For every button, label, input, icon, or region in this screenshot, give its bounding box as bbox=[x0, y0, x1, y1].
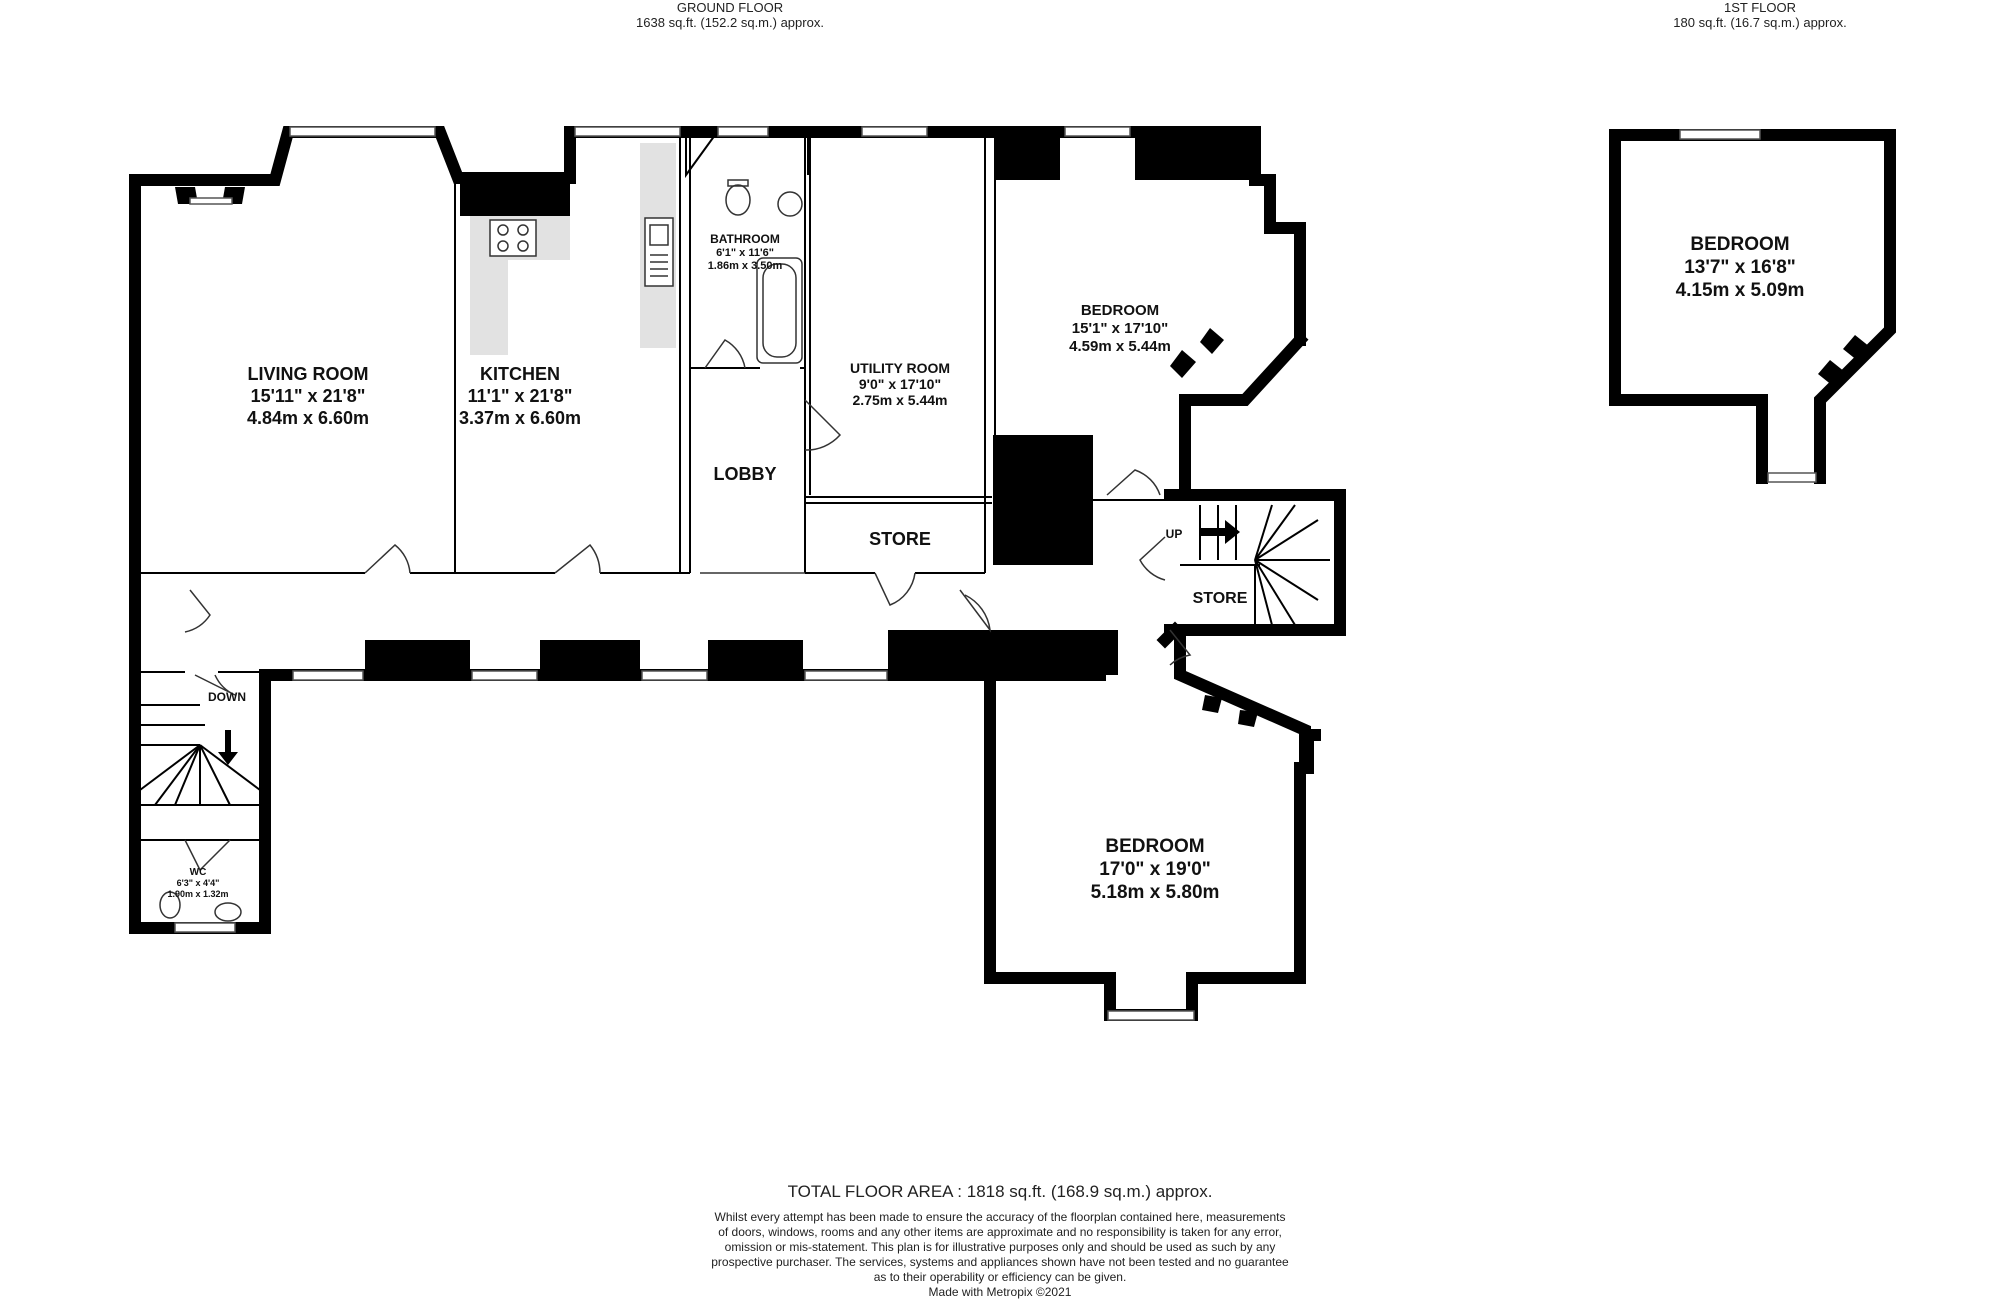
basin-icon bbox=[777, 191, 803, 217]
bedroom-a-metric: 4.59m x 5.44m bbox=[1069, 338, 1171, 355]
stair-up-label: UP bbox=[1166, 527, 1183, 541]
room-label-wc: WC 6'3" x 4'4" 1.90m x 1.32m bbox=[167, 867, 228, 899]
room-label-bedroom-b: BEDROOM 17'0" x 19'0" 5.18m x 5.80m bbox=[1091, 836, 1220, 903]
door-swings bbox=[184, 339, 1192, 872]
disclaimer: Whilst every attempt has been made to en… bbox=[650, 1210, 1350, 1285]
up-arrow-icon bbox=[1200, 520, 1240, 544]
kitchen-appliances bbox=[489, 217, 674, 287]
room-label-living: LIVING ROOM 15'11" x 21'8" 4.84m x 6.60m bbox=[247, 364, 369, 428]
toilet-icon bbox=[725, 184, 751, 216]
ground-floor-header: GROUND FLOOR 1638 sq.ft. (152.2 sq.m.) a… bbox=[600, 0, 860, 30]
staircase-up bbox=[1199, 504, 1330, 626]
disclaimer-line: of doors, windows, rooms and any other i… bbox=[718, 1225, 1282, 1239]
lobby-label: LOBBY bbox=[714, 464, 777, 484]
disclaimer-line: prospective purchaser. The services, sys… bbox=[711, 1255, 1289, 1269]
room-label-kitchen: KITCHEN 11'1" x 21'8" 3.37m x 6.60m bbox=[459, 364, 581, 428]
disclaimer-line: as to their operability or efficiency ca… bbox=[873, 1270, 1127, 1284]
bathroom-fixtures bbox=[725, 179, 803, 364]
bathroom-name: BATHROOM bbox=[710, 232, 780, 246]
store-b-label: STORE bbox=[1193, 590, 1248, 607]
bedroom-b-imperial: 17'0" x 19'0" bbox=[1099, 859, 1211, 880]
first-floor-header: 1ST FLOOR 180 sq.ft. (16.7 sq.m.) approx… bbox=[1650, 0, 1870, 30]
footer: TOTAL FLOOR AREA : 1818 sq.ft. (168.9 sq… bbox=[650, 1182, 1350, 1300]
living-room-metric: 4.84m x 6.60m bbox=[247, 408, 369, 428]
ground-floor-area: 1638 sq.ft. (152.2 sq.m.) approx. bbox=[636, 15, 824, 30]
room-label-bedroom-a: BEDROOM 15'1" x 17'10" 4.59m x 5.44m bbox=[1069, 302, 1171, 355]
room-label-utility: UTILITY ROOM 9'0" x 17'10" 2.75m x 5.44m bbox=[850, 360, 950, 408]
staircase-down bbox=[139, 704, 265, 806]
wc-name: WC bbox=[190, 867, 207, 878]
living-room-imperial: 15'11" x 21'8" bbox=[251, 386, 366, 406]
bathroom-imperial: 6'1" x 11'6" bbox=[716, 247, 774, 259]
store-a-label: STORE bbox=[869, 529, 931, 549]
ground-floor-walls bbox=[129, 126, 1346, 1021]
room-label-bathroom: BATHROOM 6'1" x 11'6" 1.86m x 3.50m bbox=[708, 232, 783, 272]
bathroom-metric: 1.86m x 3.50m bbox=[708, 260, 783, 272]
kitchen-metric: 3.37m x 6.60m bbox=[459, 408, 581, 428]
disclaimer-line: omission or mis-statement. This plan is … bbox=[724, 1240, 1276, 1254]
bedroom-b-name: BEDROOM bbox=[1105, 836, 1204, 857]
down-arrow-icon bbox=[218, 730, 238, 765]
living-room-name: LIVING ROOM bbox=[248, 364, 369, 384]
ground-floor-windows bbox=[174, 126, 1195, 1021]
bedroom-first-metric: 4.15m x 5.09m bbox=[1676, 280, 1805, 301]
utility-room-metric: 2.75m x 5.44m bbox=[853, 392, 948, 408]
room-label-bedroom-first: BEDROOM 13'7" x 16'8" 4.15m x 5.09m bbox=[1676, 234, 1805, 301]
hob-icon bbox=[489, 219, 537, 257]
bedroom-b-metric: 5.18m x 5.80m bbox=[1091, 882, 1220, 903]
first-floor-walls bbox=[1609, 129, 1896, 484]
bedroom-a-imperial: 15'1" x 17'10" bbox=[1072, 320, 1168, 337]
bedroom-first-imperial: 13'7" x 16'8" bbox=[1684, 257, 1796, 278]
ground-floor-internal-walls bbox=[135, 130, 1260, 841]
first-floor-area: 180 sq.ft. (16.7 sq.m.) approx. bbox=[1673, 15, 1847, 30]
kitchen-imperial: 11'1" x 21'8" bbox=[468, 386, 573, 406]
utility-room-name: UTILITY ROOM bbox=[850, 360, 950, 376]
stair-down-label: DOWN bbox=[208, 690, 246, 704]
wc-imperial: 6'3" x 4'4" bbox=[177, 878, 220, 888]
total-floor-area: TOTAL FLOOR AREA : 1818 sq.ft. (168.9 sq… bbox=[787, 1182, 1213, 1201]
ground-floor-name: GROUND FLOOR bbox=[676, 0, 784, 15]
bath-icon bbox=[756, 257, 803, 364]
disclaimer-line: Whilst every attempt has been made to en… bbox=[714, 1210, 1286, 1224]
bedroom-a-name: BEDROOM bbox=[1081, 302, 1159, 319]
wc-metric: 1.90m x 1.32m bbox=[167, 889, 228, 899]
fireplaces bbox=[175, 187, 1258, 727]
kitchen-name: KITCHEN bbox=[480, 364, 560, 384]
credit: Made with Metropix ©2021 bbox=[928, 1285, 1072, 1299]
utility-room-imperial: 9'0" x 17'10" bbox=[859, 376, 941, 392]
wc-fixtures bbox=[159, 891, 242, 922]
first-floor-name: 1ST FLOOR bbox=[1723, 0, 1796, 15]
bedroom-first-name: BEDROOM bbox=[1690, 234, 1789, 255]
